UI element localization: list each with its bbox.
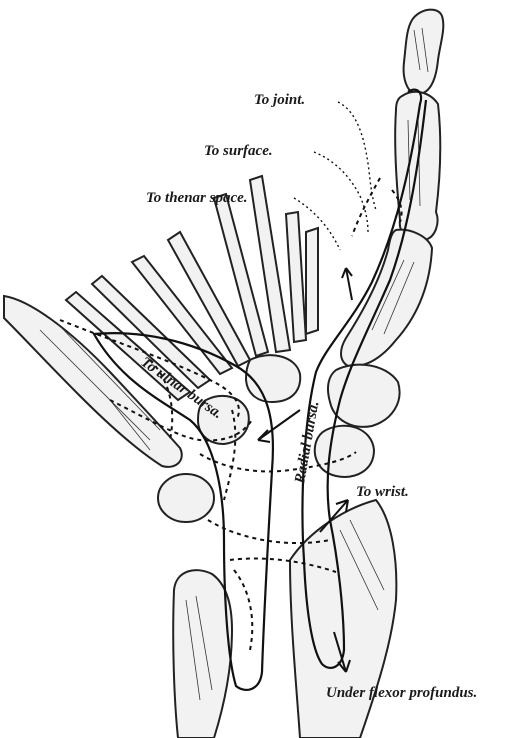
pathway-dashed-9 — [352, 178, 380, 236]
pisiform-bone — [158, 474, 214, 522]
trapezium-bone — [328, 365, 400, 427]
pathway-dashed-8 — [234, 570, 252, 650]
finger-tendon-6 — [306, 228, 318, 334]
label-to-thenar-space: To thenar space. — [146, 190, 248, 206]
label-to-surface: To surface. — [204, 143, 273, 159]
thumb-distal-phalanx — [404, 10, 444, 95]
arrow-to-ulnar-bursa — [258, 410, 300, 440]
label-under-flexor-profundus: Under flexor profundus. — [326, 685, 477, 701]
scaphoid-bone — [315, 426, 374, 477]
forearm — [173, 500, 396, 738]
leader-to-surface — [314, 152, 368, 232]
capitate-bone — [246, 355, 300, 402]
thumb — [341, 10, 443, 367]
finger-tendon-5 — [286, 212, 306, 342]
leader-lines — [294, 102, 376, 250]
label-to-joint: To joint. — [254, 92, 305, 108]
label-to-wrist: To wrist. — [356, 484, 409, 500]
ulna-bone — [173, 570, 232, 738]
